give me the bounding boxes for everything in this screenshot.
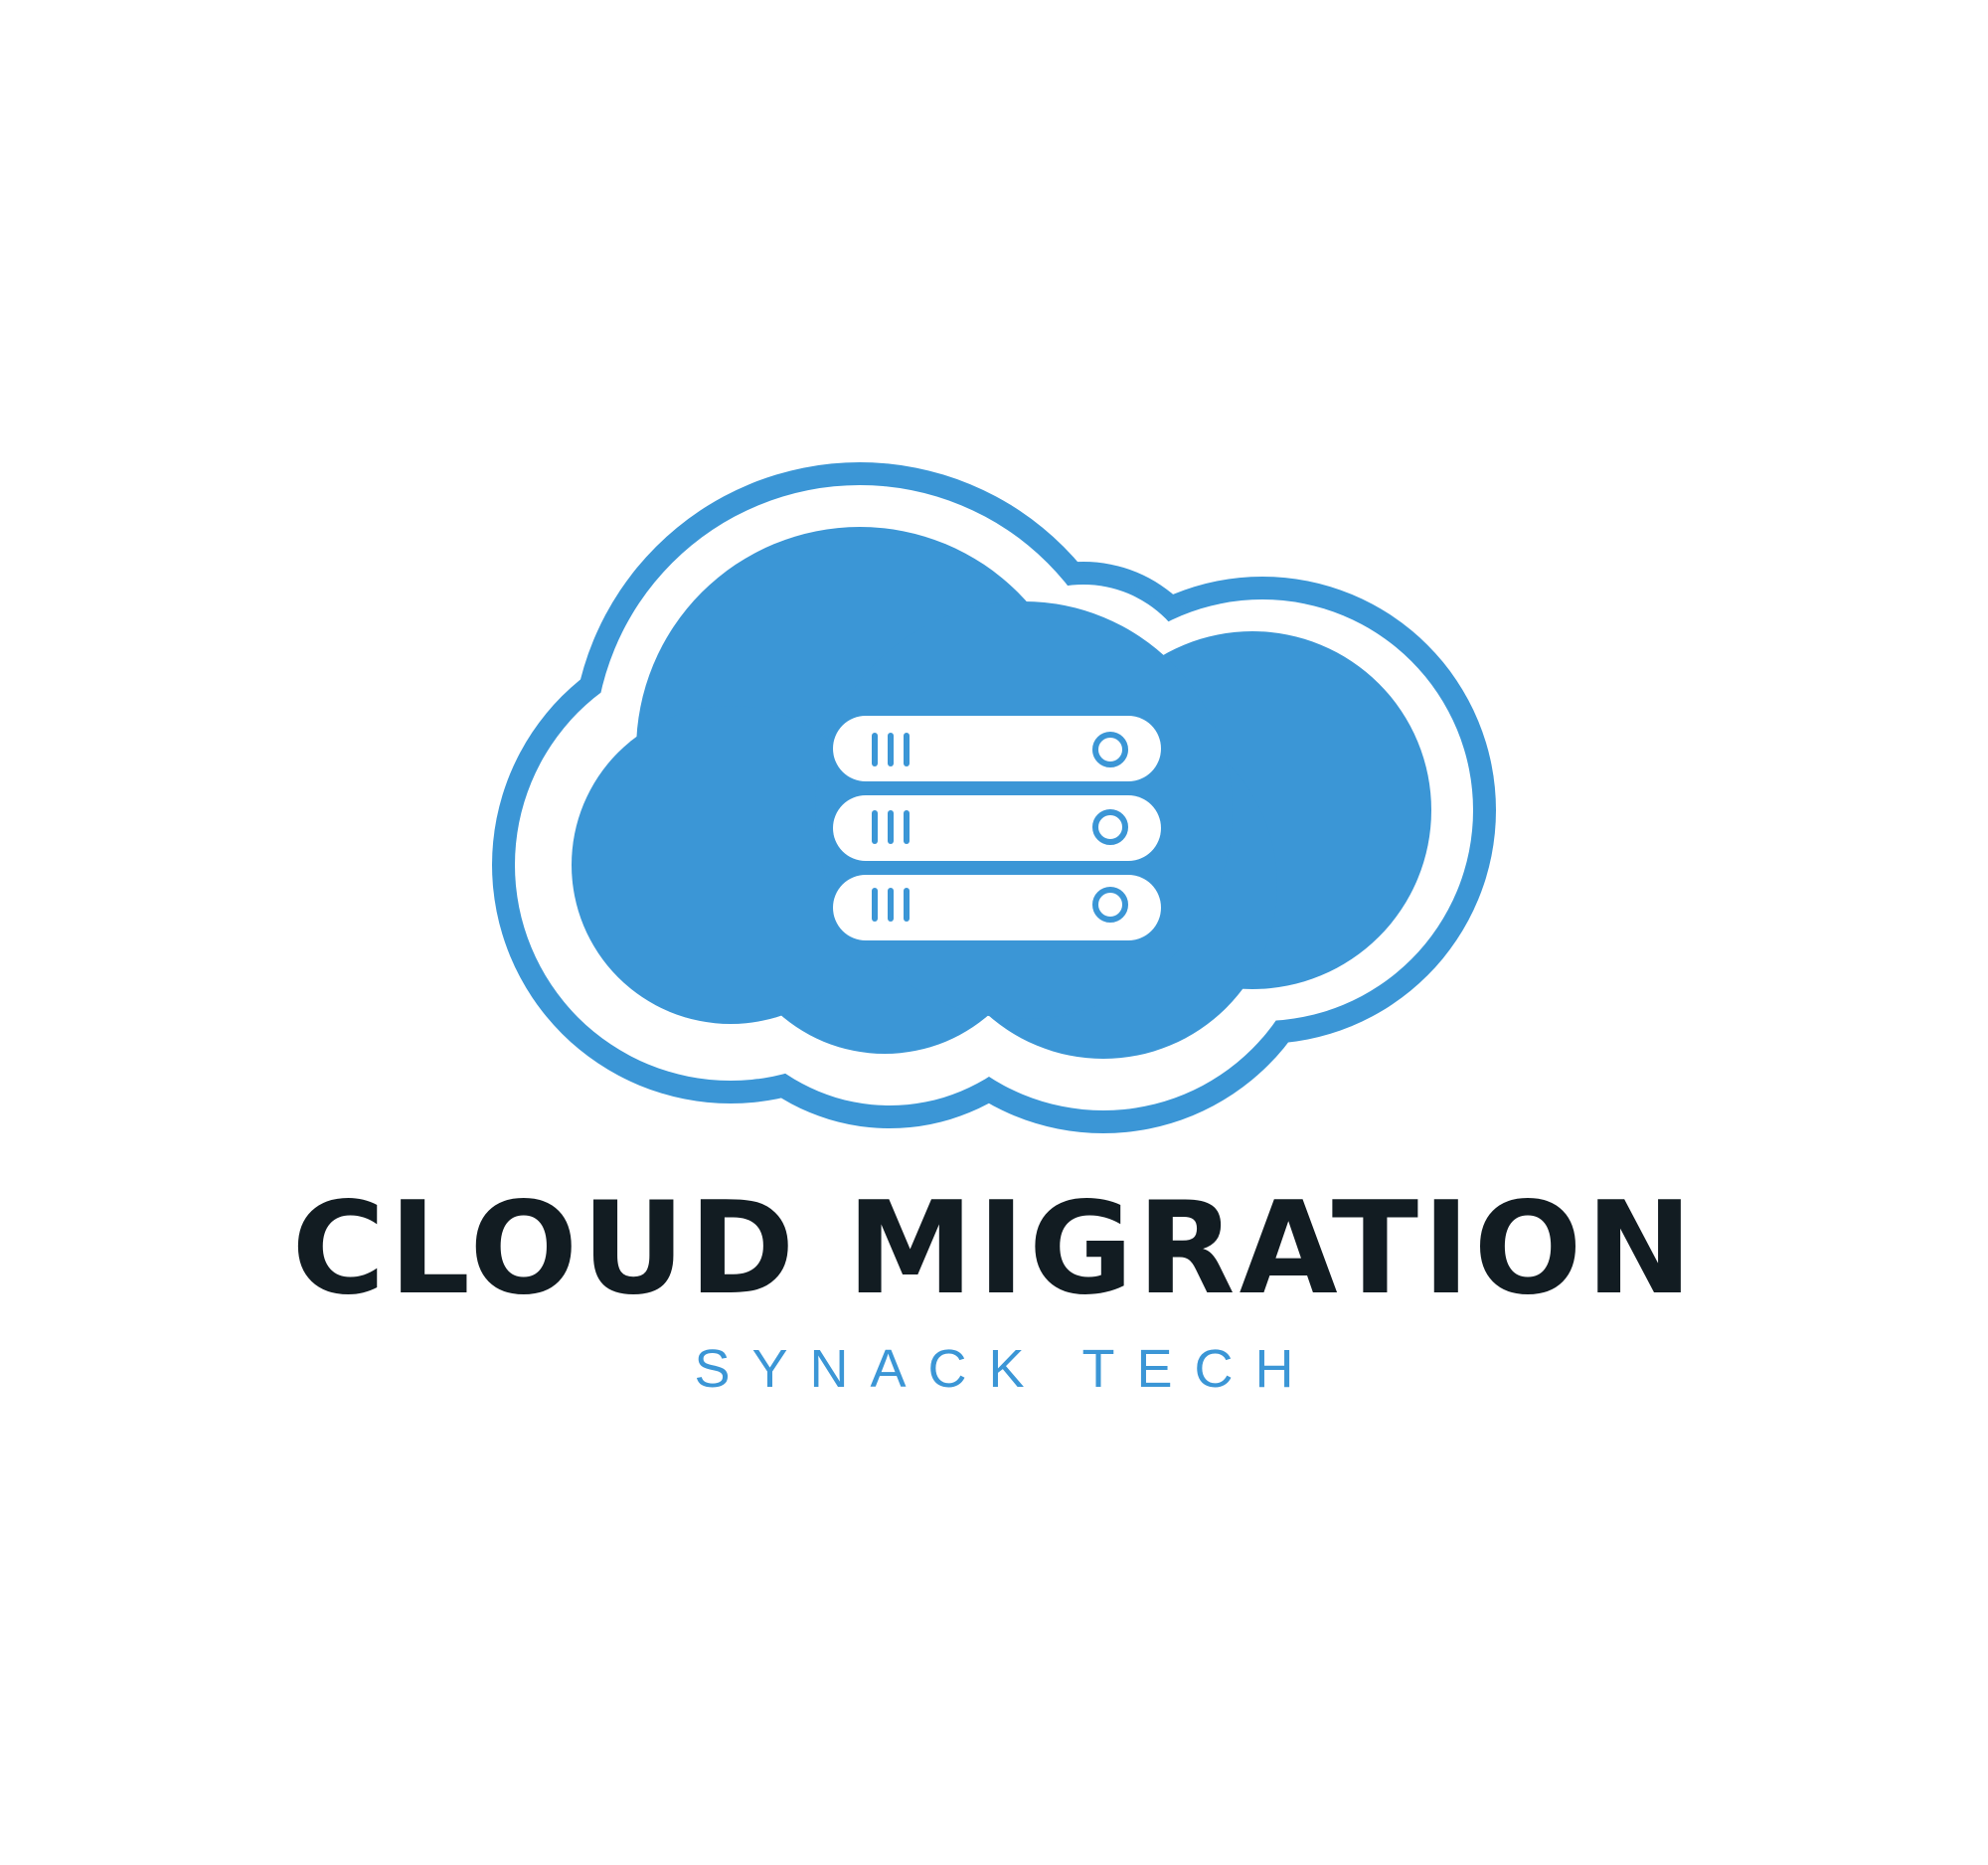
server-rack-3 — [833, 875, 1161, 940]
server-rack-1 — [833, 716, 1161, 781]
logo-subtitle: SYNACK TECH — [694, 1339, 1316, 1399]
server-rack-2 — [833, 795, 1161, 861]
logo-title: CLOUD MIGRATION — [291, 1175, 1697, 1323]
